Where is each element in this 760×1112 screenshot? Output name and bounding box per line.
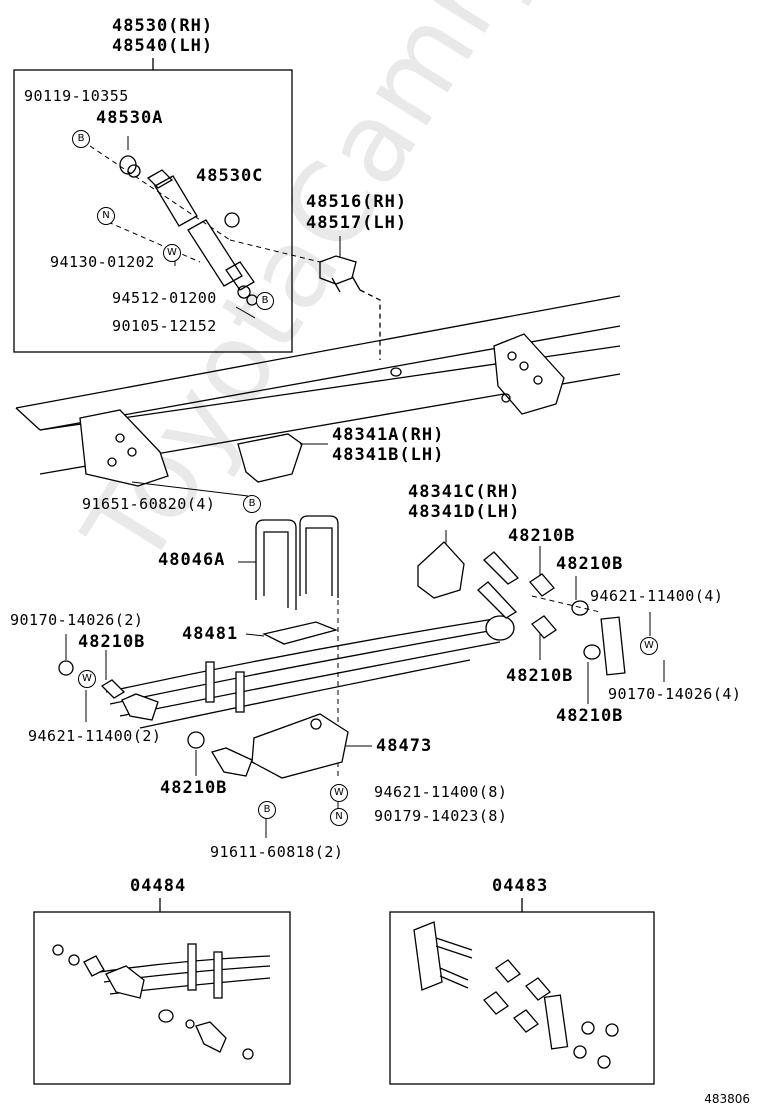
part-label: 48341C(RH) <box>408 482 521 502</box>
part-label: 48530C <box>196 166 264 186</box>
part-label: 90105-12152 <box>112 317 217 335</box>
marker-b: B <box>258 801 276 819</box>
marker-b: B <box>243 495 261 513</box>
part-label: 91611-60818(2) <box>210 843 344 861</box>
bumper-stopper <box>237 433 328 483</box>
part-label: 48540(LH) <box>112 36 214 56</box>
part-label: 48341D(LH) <box>408 502 521 522</box>
kit-04484-parts <box>52 943 271 1060</box>
front-hanger-bracket <box>79 409 249 497</box>
part-label: 94621-11400(8) <box>374 783 508 801</box>
part-label: 48046A <box>158 550 226 570</box>
marker-b: B <box>256 292 274 310</box>
part-label: 48210B <box>556 706 624 726</box>
part-label: 94621-11400(2) <box>28 727 162 745</box>
part-label: 48341B(LH) <box>332 445 445 465</box>
part-label: 48517(LH) <box>306 213 408 233</box>
spring-seat-plate <box>251 713 372 779</box>
rear-hanger-bracket <box>493 333 565 415</box>
part-label: 48210B <box>508 526 576 546</box>
part-label: 94130-01202 <box>50 253 155 271</box>
rebound-stopper <box>417 530 465 599</box>
marker-w: W <box>330 784 348 802</box>
diagram-code: 483806 <box>704 1092 750 1106</box>
marker-b: B <box>72 130 90 148</box>
part-label: 91651-60820(4) <box>82 495 216 513</box>
marker-w: W <box>78 670 96 688</box>
leader-lines <box>89 136 341 319</box>
part-label: 48473 <box>376 736 433 756</box>
spring-seat-pad <box>245 621 339 645</box>
part-label: 48516(RH) <box>306 192 408 212</box>
shock-bracket <box>319 255 402 377</box>
part-label: 48481 <box>182 624 239 644</box>
part-label: 48210B <box>78 632 146 652</box>
kit-label: 04483 <box>492 876 549 896</box>
part-label: 94512-01200 <box>112 289 217 307</box>
shock-absorber <box>119 155 258 306</box>
part-label: 48530(RH) <box>112 16 214 36</box>
kit-box-04484 <box>33 911 291 1085</box>
marker-w: W <box>163 244 181 262</box>
part-label: 94621-11400(4) <box>590 587 724 605</box>
marker-w: W <box>640 637 658 655</box>
part-label: 90170-14026(4) <box>608 685 742 703</box>
part-label: 48210B <box>160 778 228 798</box>
kit-label: 04484 <box>130 876 187 896</box>
marker-n: N <box>330 808 348 826</box>
part-label: 48210B <box>556 554 624 574</box>
kit-04483-parts <box>413 921 619 1069</box>
part-label: 90119-10355 <box>24 87 129 105</box>
u-bolts <box>238 515 339 780</box>
marker-n: N <box>97 207 115 225</box>
part-label: 90170-14026(2) <box>10 611 144 629</box>
leaf-spring <box>105 615 515 729</box>
part-label: 90179-14023(8) <box>374 807 508 825</box>
part-label: 48341A(RH) <box>332 425 445 445</box>
rear-shackle <box>477 546 665 704</box>
part-label: 48210B <box>506 666 574 686</box>
part-label: 48530A <box>96 108 164 128</box>
